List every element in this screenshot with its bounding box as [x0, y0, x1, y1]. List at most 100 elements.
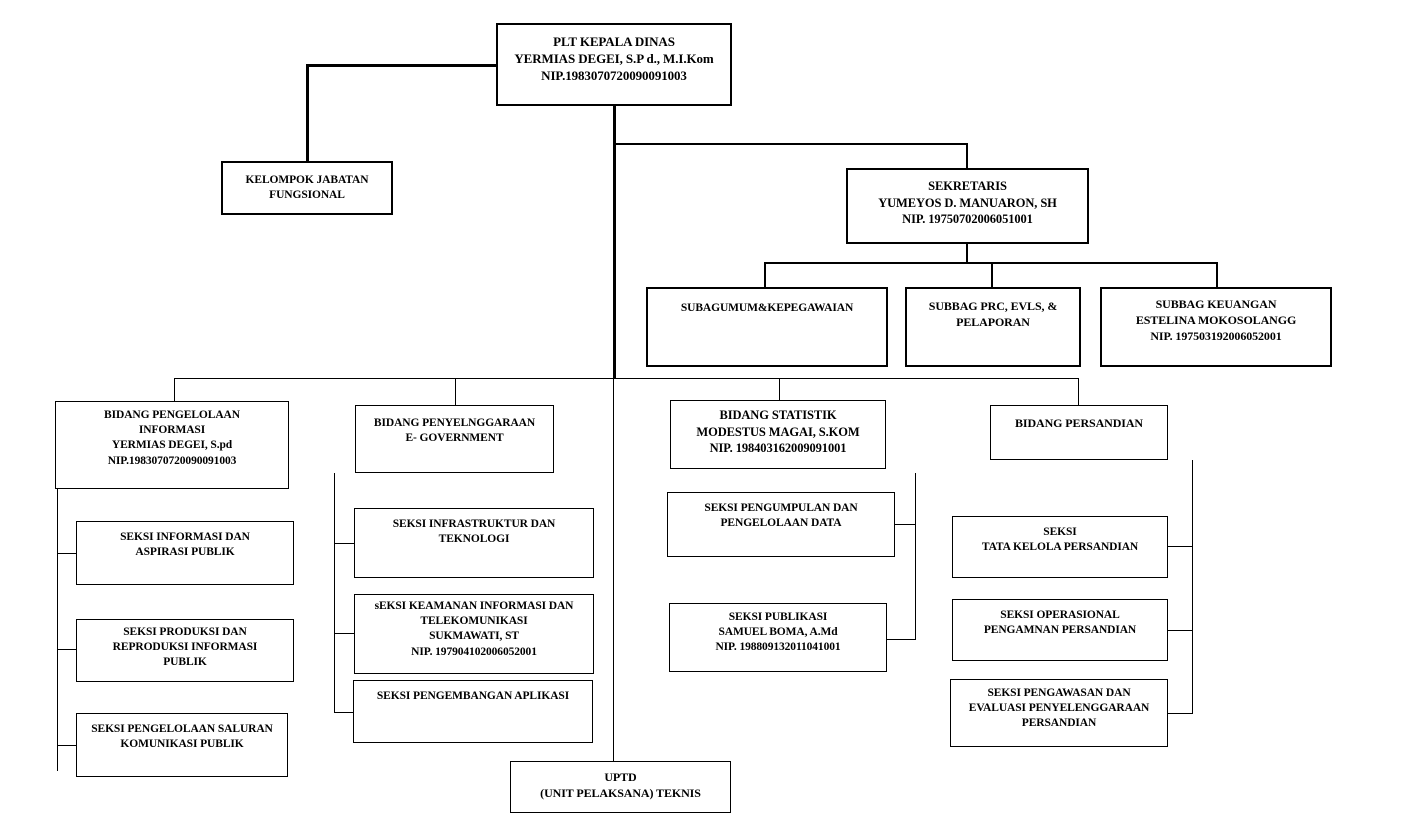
- node-seksi-saluran-line-2: KOMUNIKASI PUBLIK: [120, 738, 244, 751]
- connector-seksi-pengawasan: [1168, 713, 1193, 715]
- node-kepala-dinas-line-3: NIP.1983070720090091003: [541, 68, 687, 84]
- connector-seksi-informasi-aspirasi: [57, 553, 76, 555]
- node-seksi-pengawasan-line-2: EVALUASI PENYELENGGARAAN: [968, 702, 1150, 715]
- connector-seksi-publikasi: [886, 639, 916, 641]
- node-seksi-infrastruktur-line-2: TEKNOLOGI: [438, 533, 510, 546]
- node-kepala-dinas-line-1: PLT KEPALA DINAS: [553, 34, 675, 49]
- node-bidang-persandian[interactable]: BIDANG PERSANDIAN: [990, 405, 1168, 460]
- node-kelompok-fungsional-line-2: FUNGSIONAL: [269, 189, 345, 202]
- node-subbag-umum-kepegawaian[interactable]: SUBAGUMUM&KEPEGAWAIAN: [646, 287, 888, 367]
- connector-bidang-egov-drop: [455, 378, 457, 405]
- node-seksi-produksi-line-1: SEKSI PRODUKSI DAN: [123, 626, 247, 638]
- node-bidang-pengelolaan-line-2: INFORMASI: [138, 424, 206, 437]
- node-seksi-keamanan-line-3: SUKMAWATI, ST: [429, 630, 519, 643]
- node-bidang-statistik-line-3: NIP. 198403162009091001: [709, 441, 847, 455]
- connector-seksi-infrastruktur: [334, 543, 354, 545]
- node-uptd-line-1: UPTD: [604, 770, 637, 784]
- connector-subbag-bus: [764, 262, 1217, 264]
- connector-pengelolaan-rail: [57, 488, 59, 771]
- node-seksi-keamanan-line-1: sEKSI KEAMANAN INFORMASI DAN: [374, 600, 574, 612]
- node-seksi-operasional-pengamanan-persandian[interactable]: SEKSI OPERASIONAL PENGAMNAN PERSANDIAN: [952, 599, 1168, 661]
- connector-spine-to-uptd: [613, 378, 615, 762]
- node-seksi-infrastruktur-line-1: SEKSI INFRASTRUKTUR DAN: [392, 518, 556, 530]
- connector-main-spine: [613, 105, 616, 378]
- node-bidang-pengelolaan-line-4: NIP.1983070720090091003: [107, 454, 237, 467]
- node-seksi-informasi-line-2: ASPIRASI PUBLIK: [135, 546, 235, 559]
- node-uptd[interactable]: UPTD (UNIT PELAKSANA) TEKNIS: [510, 761, 731, 813]
- connector-subbag-keuangan-drop: [1216, 262, 1218, 287]
- node-seksi-keamanan-informasi-telekomunikasi[interactable]: sEKSI KEAMANAN INFORMASI DAN TELEKOMUNIK…: [354, 594, 594, 674]
- connector-subbag-prc-drop: [991, 262, 993, 287]
- node-subbag-keuangan-line-2: ESTELINA MOKOSOLANGG: [1135, 312, 1297, 327]
- node-kepala-dinas[interactable]: PLT KEPALA DINAS YERMIAS DEGEI, S.P d., …: [496, 23, 732, 106]
- node-seksi-operasional-line-1: SEKSI OPERASIONAL: [1000, 609, 1120, 621]
- node-subbag-prc-evls-pelaporan[interactable]: SUBBAG PRC, EVLS, & PELAPORAN: [905, 287, 1081, 367]
- node-kepala-dinas-line-2: YERMIAS DEGEI, S.P d., M.I.Kom: [514, 51, 714, 67]
- connector-sekretaris-vertical: [966, 143, 968, 168]
- node-bidang-pengelolaan-informasi[interactable]: BIDANG PENGELOLAAN INFORMASI YERMIAS DEG…: [55, 401, 289, 489]
- connector-egov-rail: [334, 473, 336, 713]
- node-seksi-publikasi-line-1: SEKSI PUBLIKASI: [728, 611, 828, 623]
- node-sekretaris-line-2: YUMEYOS D. MANUARON, SH: [878, 195, 1057, 210]
- node-seksi-informasi-aspirasi-publik[interactable]: SEKSI INFORMASI DAN ASPIRASI PUBLIK: [76, 521, 294, 585]
- connector-seksi-pengumpulan: [895, 524, 916, 526]
- node-subbag-umum-line-1: SUBAGUMUM&KEPEGAWAIAN: [680, 302, 854, 314]
- node-sekretaris-line-3: NIP. 19750702006051001: [902, 212, 1033, 226]
- connector-persandian-rail: [1192, 460, 1194, 713]
- node-uptd-line-2: (UNIT PELAKSANA) TEKNIS: [540, 785, 701, 800]
- connector-bidang-pengelolaan-drop: [174, 378, 176, 401]
- node-seksi-produksi-line-3: PUBLIK: [163, 656, 207, 669]
- node-bidang-pengelolaan-line-1: BIDANG PENGELOLAAN: [104, 409, 240, 421]
- node-seksi-publikasi[interactable]: SEKSI PUBLIKASI SAMUEL BOMA, A.Md NIP. 1…: [669, 603, 887, 672]
- node-seksi-keamanan-line-4: NIP. 197904102006052001: [411, 645, 537, 658]
- node-seksi-tata-kelola-line-2: TATA KELOLA PERSANDIAN: [981, 541, 1139, 554]
- node-subbag-keuangan-line-3: NIP. 197503192006052001: [1150, 328, 1282, 343]
- node-seksi-produksi-line-2: REPRODUKSI INFORMASI: [112, 641, 258, 654]
- connector-subbag-umum-drop: [764, 262, 766, 287]
- connector-seksi-produksi-reproduksi: [57, 649, 76, 651]
- node-sekretaris-line-1: SEKRETARIS: [928, 179, 1007, 193]
- node-subbag-prc-line-2: PELAPORAN: [956, 314, 1030, 329]
- node-seksi-pengumpulan-pengelolaan-data[interactable]: SEKSI PENGUMPULAN DAN PENGELOLAAN DATA: [667, 492, 895, 557]
- connector-bidang-statistik-drop: [779, 378, 781, 400]
- connector-bidang-bus: [174, 378, 1078, 380]
- node-seksi-publikasi-line-3: NIP. 198809132011041001: [715, 641, 841, 654]
- node-kelompok-jabatan-fungsional[interactable]: KELOMPOK JABATAN FUNGSIONAL: [221, 161, 393, 215]
- node-sekretaris[interactable]: SEKRETARIS YUMEYOS D. MANUARON, SH NIP. …: [846, 168, 1089, 244]
- node-seksi-pengelolaan-saluran-komunikasi[interactable]: SEKSI PENGELOLAAN SALURAN KOMUNIKASI PUB…: [76, 713, 288, 777]
- node-seksi-publikasi-line-2: SAMUEL BOMA, A.Md: [718, 626, 838, 639]
- node-seksi-keamanan-line-2: TELEKOMUNIKASI: [420, 615, 528, 628]
- node-seksi-pengumpulan-line-1: SEKSI PENGUMPULAN DAN: [704, 502, 858, 514]
- node-seksi-pengawasan-line-1: SEKSI PENGAWASAN DAN: [987, 687, 1131, 699]
- node-seksi-produksi-reproduksi-informasi[interactable]: SEKSI PRODUKSI DAN REPRODUKSI INFORMASI …: [76, 619, 294, 682]
- connector-seksi-tata-kelola: [1168, 546, 1193, 548]
- connector-seksi-keamanan: [334, 633, 354, 635]
- node-subbag-prc-line-1: SUBBAG PRC, EVLS, &: [928, 299, 1058, 313]
- node-seksi-pengawasan-evaluasi-persandian[interactable]: SEKSI PENGAWASAN DAN EVALUASI PENYELENGG…: [950, 679, 1168, 747]
- node-bidang-egov-line-2: E- GOVERNMENT: [405, 432, 504, 445]
- node-bidang-statistik-line-1: BIDANG STATISTIK: [719, 408, 837, 422]
- node-seksi-tata-kelola-line-1: SEKSI: [1043, 526, 1077, 538]
- connector-kepala-to-fungsional-horizontal: [306, 64, 496, 67]
- node-subbag-keuangan[interactable]: SUBBAG KEUANGAN ESTELINA MOKOSOLANGG NIP…: [1100, 287, 1332, 367]
- connector-sekretaris-drop: [966, 244, 968, 263]
- node-subbag-keuangan-line-1: SUBBAG KEUANGAN: [1155, 297, 1277, 311]
- node-seksi-pengembangan-line-1: SEKSI PENGEMBANGAN APLIKASI: [376, 690, 570, 702]
- node-seksi-pengawasan-line-3: PERSANDIAN: [1021, 717, 1097, 730]
- node-seksi-tata-kelola-persandian[interactable]: SEKSI TATA KELOLA PERSANDIAN: [952, 516, 1168, 578]
- node-seksi-infrastruktur-teknologi[interactable]: SEKSI INFRASTRUKTUR DAN TEKNOLOGI: [354, 508, 594, 578]
- node-bidang-statistik-line-2: MODESTUS MAGAI, S.KOM: [696, 424, 860, 439]
- node-seksi-saluran-line-1: SEKSI PENGELOLAAN SALURAN: [91, 723, 273, 735]
- node-seksi-informasi-line-1: SEKSI INFORMASI DAN: [120, 531, 250, 543]
- node-bidang-persandian-line-1: BIDANG PERSANDIAN: [1015, 416, 1143, 430]
- connector-bidang-persandian-drop: [1078, 378, 1080, 405]
- connector-fungsional-vertical: [306, 64, 309, 161]
- node-bidang-statistik[interactable]: BIDANG STATISTIK MODESTUS MAGAI, S.KOM N…: [670, 400, 886, 469]
- node-bidang-egov-line-1: BIDANG PENYELNGGARAAN: [373, 417, 536, 429]
- node-seksi-pengembangan-aplikasi[interactable]: SEKSI PENGEMBANGAN APLIKASI: [353, 680, 593, 743]
- connector-statistik-rail: [915, 473, 917, 640]
- connector-seksi-operasional: [1168, 630, 1193, 632]
- node-bidang-penyelenggaraan-e-government[interactable]: BIDANG PENYELNGGARAAN E- GOVERNMENT: [355, 405, 554, 473]
- node-bidang-pengelolaan-line-3: YERMIAS DEGEI, S.pd: [111, 439, 233, 452]
